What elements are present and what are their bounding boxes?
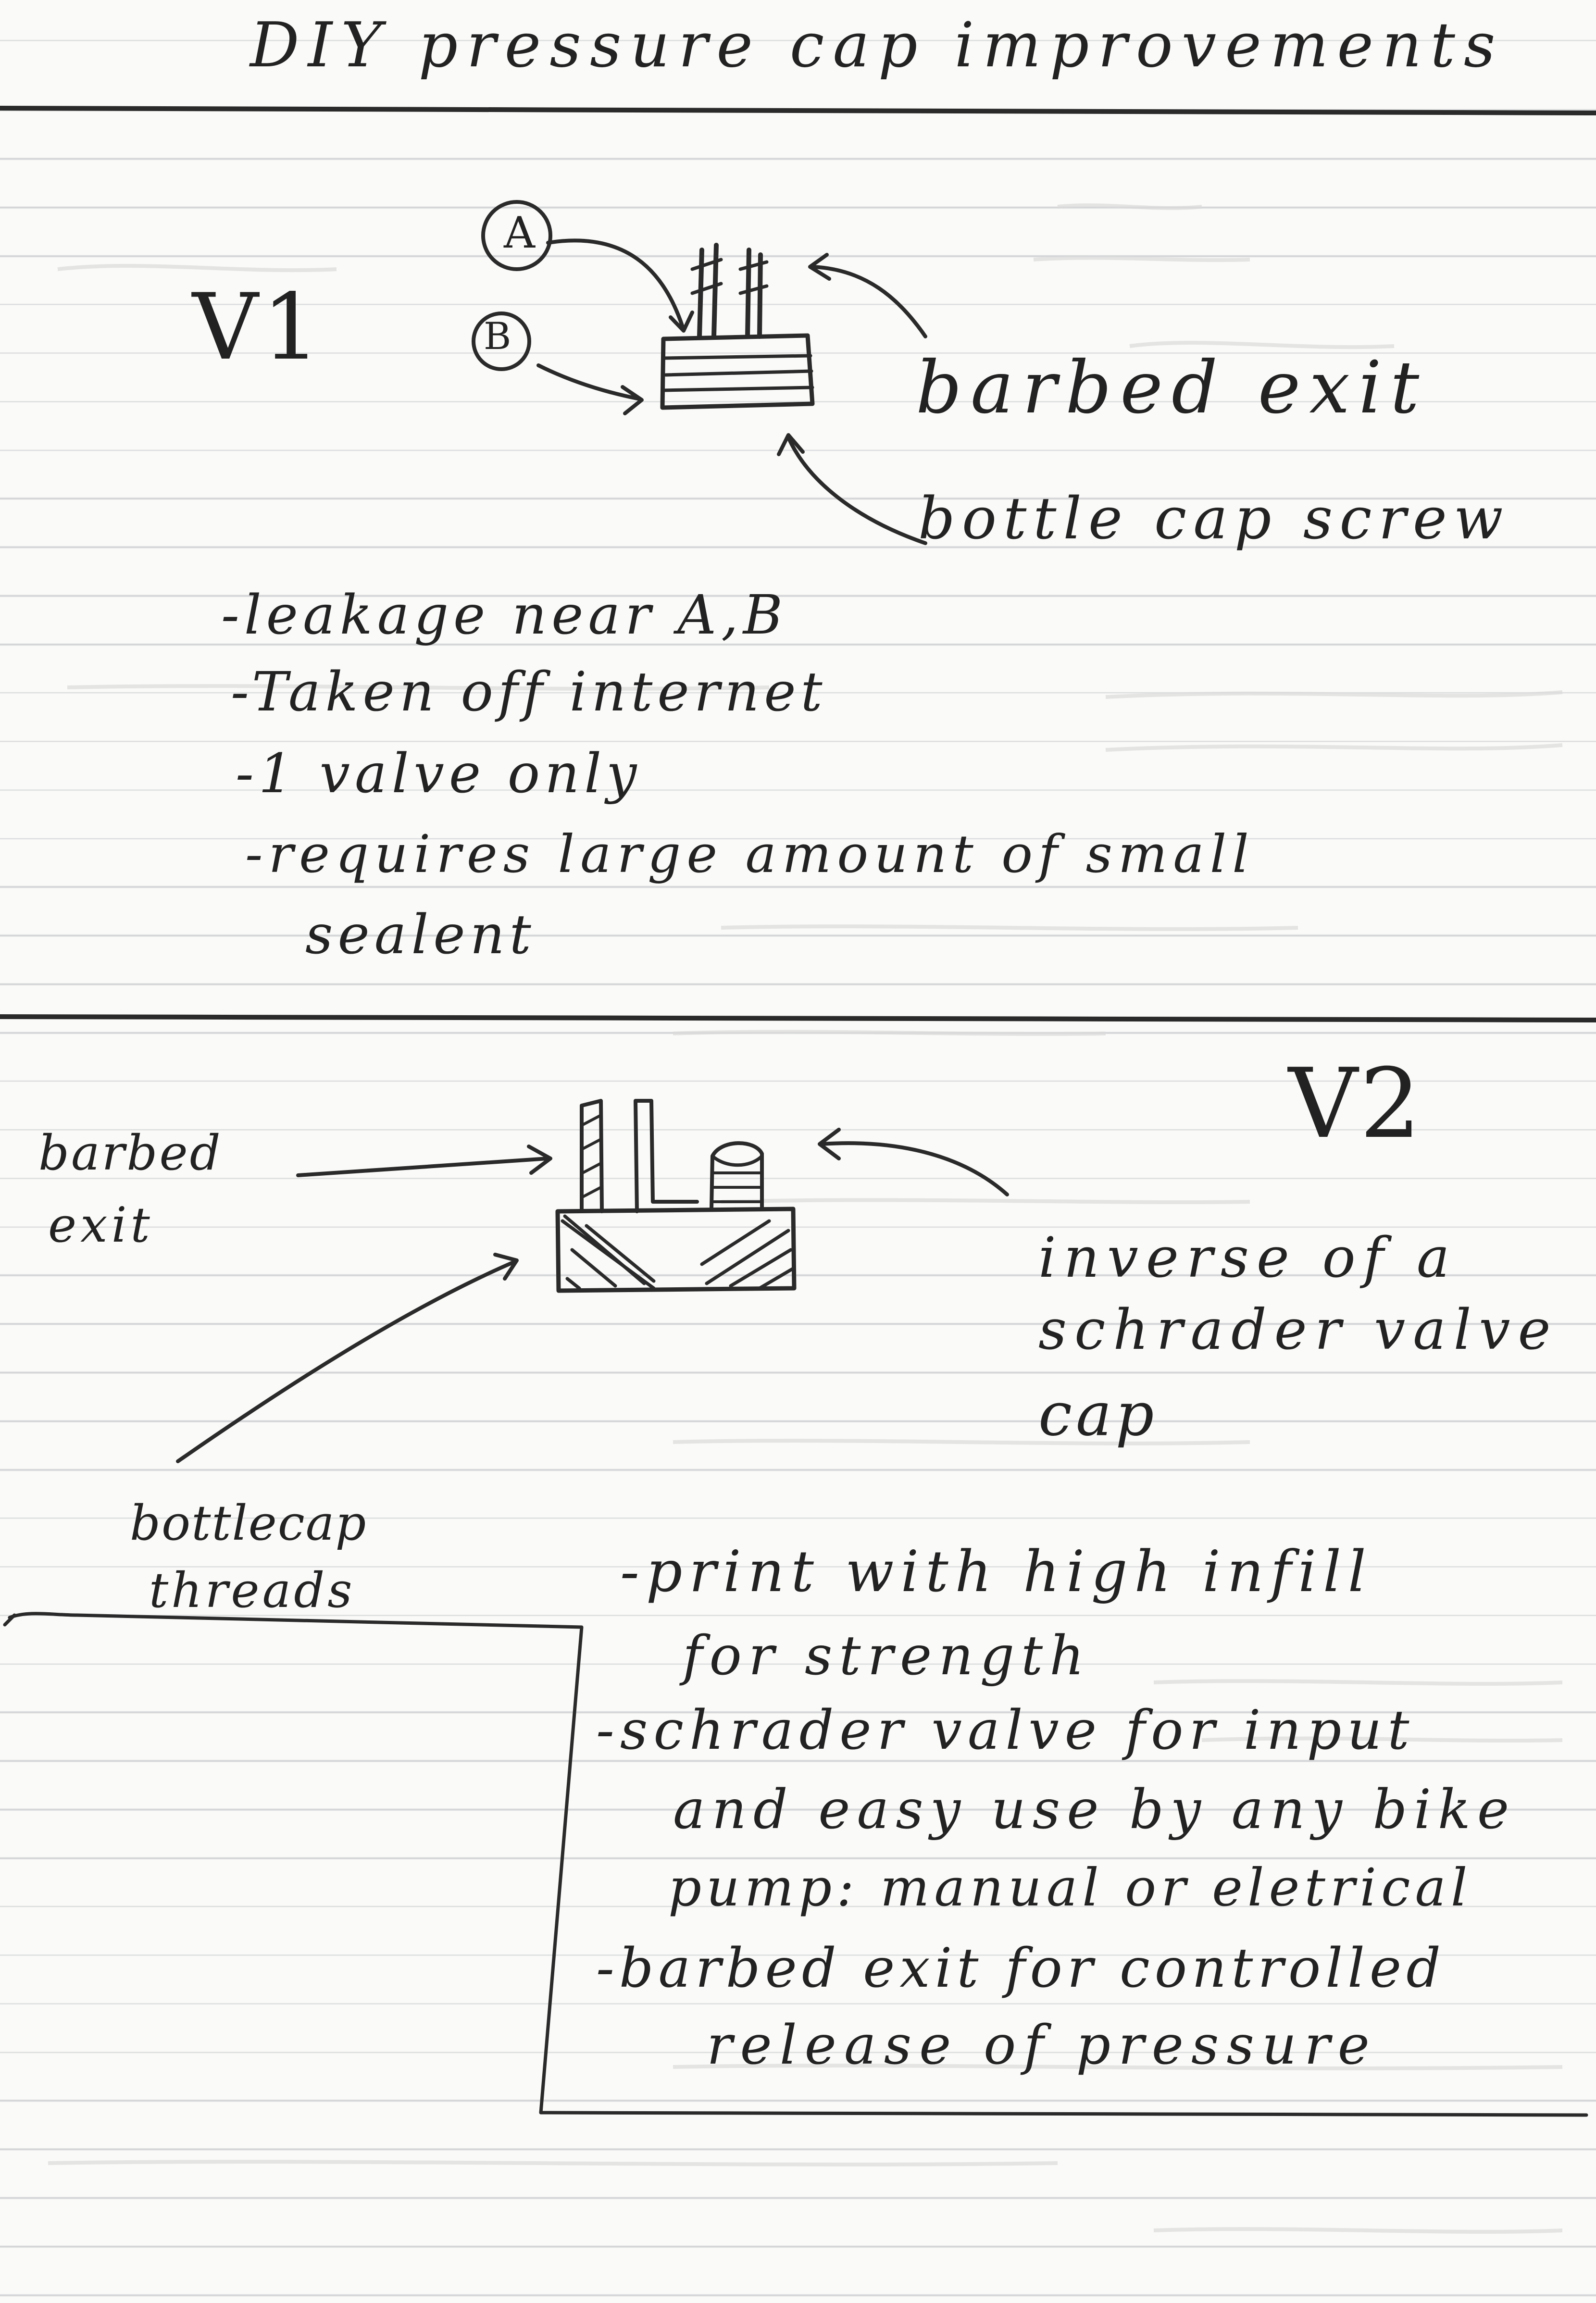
v2-note: release of pressure bbox=[707, 2014, 1377, 2077]
v2-cap-drawing bbox=[176, 1099, 1009, 1463]
v2-threads-label-line1: bottlecap bbox=[130, 1495, 367, 1551]
v1-note: -1 valve only bbox=[236, 743, 642, 805]
v2-note: -barbed exit for controlled bbox=[596, 1937, 1446, 2000]
v2-threads-label-line2: threads bbox=[149, 1562, 355, 1618]
v2-schrader-label-line2: schrader valve bbox=[1038, 1298, 1559, 1362]
callout-a-label: A bbox=[504, 208, 535, 258]
title-underline bbox=[0, 106, 1596, 115]
v1-note: sealent bbox=[305, 904, 536, 966]
v1-cap-drawing bbox=[472, 200, 927, 545]
callout-b-label: B bbox=[484, 315, 511, 358]
v2-note: and easy use by any bike bbox=[673, 1779, 1516, 1841]
v1-barbed-exit-label: barbed exit bbox=[916, 346, 1428, 430]
section-divider bbox=[0, 1014, 1596, 1022]
v2-schrader-label-line1: inverse of a bbox=[1038, 1226, 1458, 1290]
callout-a-circle bbox=[481, 200, 552, 271]
v2-note: pump: manual or eletrical bbox=[668, 1858, 1472, 1918]
v1-note: -leakage near A,B bbox=[221, 584, 788, 647]
v2-note: for strength bbox=[683, 1625, 1091, 1687]
v1-bottle-cap-screw-label: bottle cap screw bbox=[918, 485, 1510, 552]
v2-barbed-exit-label-line2: exit bbox=[48, 1197, 154, 1253]
callout-b-circle bbox=[472, 311, 531, 371]
page-title: DIY pressure cap improvements bbox=[250, 10, 1504, 81]
v1-label: V1 bbox=[192, 274, 324, 380]
v2-note: -print with high infill bbox=[620, 1538, 1373, 1605]
v2-label: V2 bbox=[1288, 1048, 1423, 1160]
v2-barbed-exit-label-line1: barbed bbox=[38, 1125, 223, 1181]
v2-schrader-label-line3: cap bbox=[1038, 1380, 1158, 1449]
notes-box bbox=[8, 1612, 1588, 2117]
v2-note: -schrader valve for input bbox=[596, 1699, 1415, 1762]
v1-note: -requires large amount of small bbox=[245, 824, 1255, 884]
v1-note: -Taken off internet bbox=[231, 661, 827, 723]
